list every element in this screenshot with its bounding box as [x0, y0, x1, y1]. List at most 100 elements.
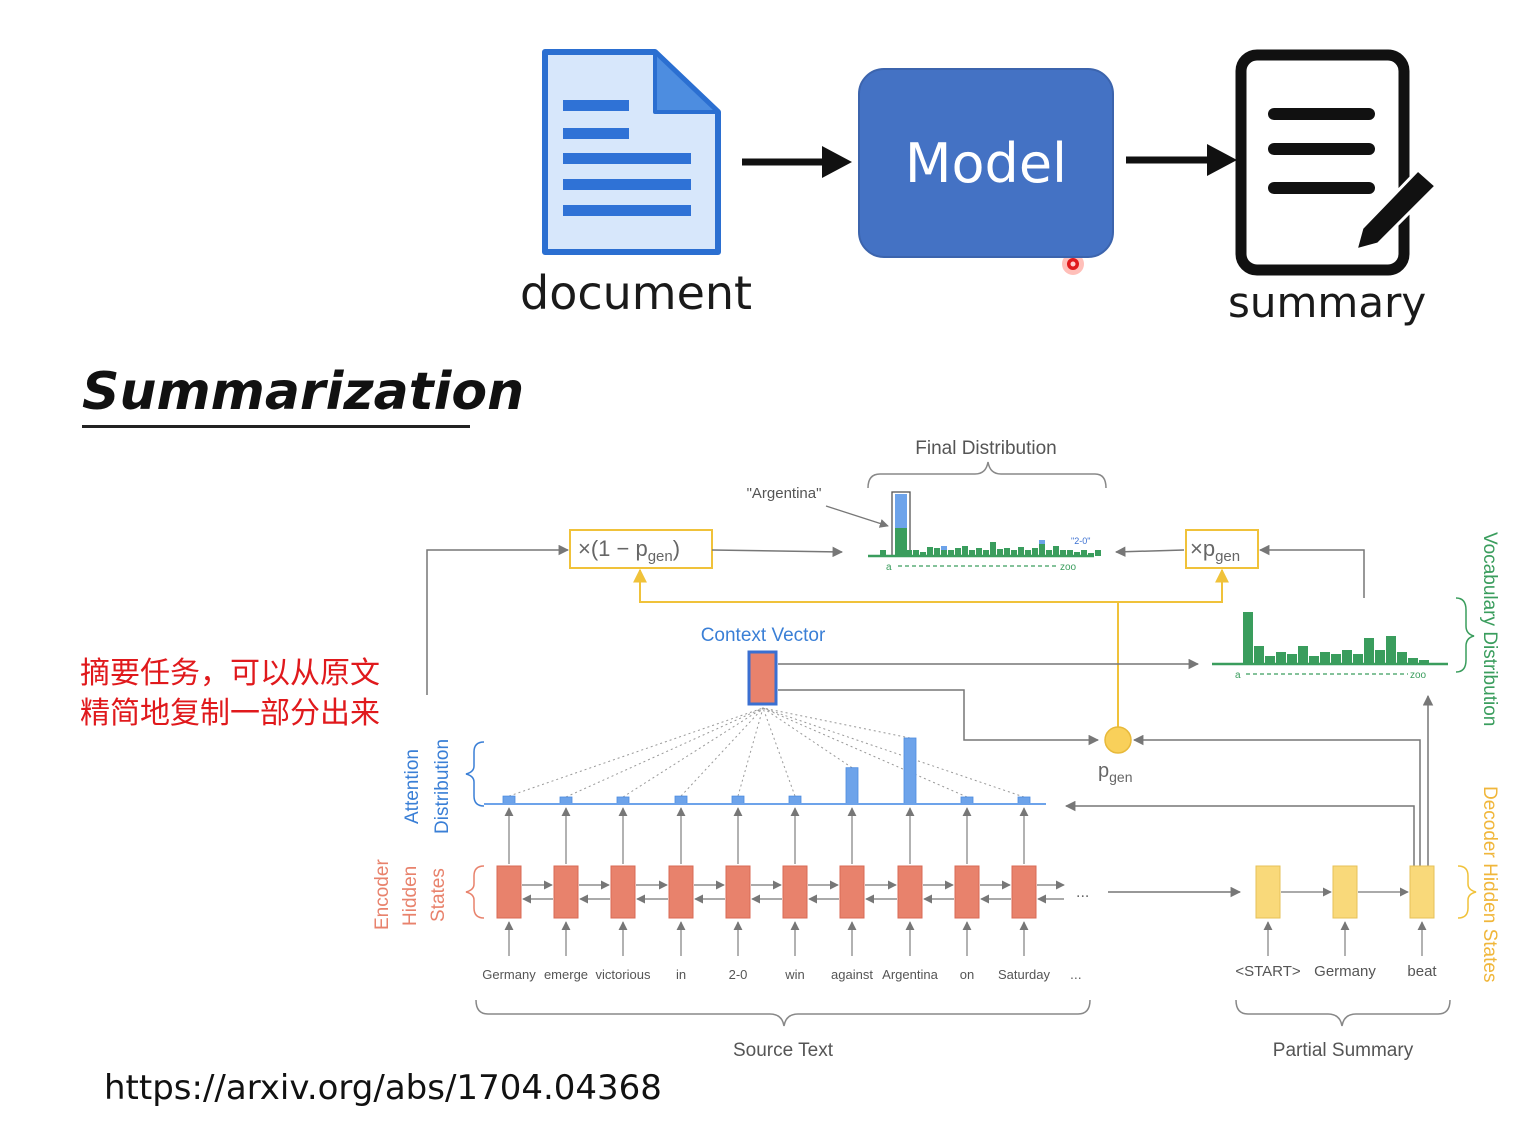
final-bar [927, 547, 933, 556]
encoder-state [553, 865, 579, 919]
final-bar [1039, 544, 1045, 556]
final-bar [962, 546, 968, 556]
document-icon [542, 49, 721, 255]
decoder-to-attention-arrow [1064, 800, 1415, 866]
attention-link [762, 707, 796, 797]
final-bar-attn [1039, 540, 1045, 544]
final-brace [867, 461, 1107, 489]
final-bar [941, 550, 947, 556]
one-minus-pgen-sub: gen [648, 548, 673, 565]
encoder-state [782, 865, 808, 919]
final-bar [983, 550, 989, 556]
vocab-brace [1455, 597, 1475, 673]
source-word: Germany [482, 967, 536, 982]
attention-link [622, 707, 764, 798]
final-axis-zoo: zoo [1060, 562, 1077, 573]
encoder-label-3: States [428, 868, 449, 922]
final-bar [1088, 553, 1094, 556]
decoder-to-pgen-arrow [1132, 734, 1421, 866]
context-vector-label: Context Vector [701, 625, 826, 646]
note-text: 摘要任务，可以从原文 精简地复制一部分出来 [80, 654, 410, 734]
final-bar [1060, 550, 1066, 556]
source-word: win [784, 967, 805, 982]
attention-link [737, 707, 764, 797]
encoder-states [496, 807, 1065, 956]
arrow-attn-to-final [711, 546, 844, 558]
vocab-bar [1298, 646, 1308, 664]
attention-to-mult-line [426, 544, 570, 695]
pgen-node [1104, 726, 1132, 754]
vocab-axis-a: a [1235, 670, 1241, 681]
vocab-bar [1353, 654, 1363, 664]
pgen-box-sub: gen [1215, 548, 1240, 565]
encoder-state [668, 865, 694, 919]
encoder-state [496, 865, 522, 919]
summary-word: beat [1407, 963, 1437, 980]
pgen-line-right [1118, 568, 1229, 603]
summary-word: Germany [1314, 963, 1376, 980]
summary-word: <START> [1235, 963, 1301, 980]
flow-graphics [542, 49, 1439, 276]
final-bar [969, 550, 975, 556]
encoder-state [610, 865, 636, 919]
vocabulary-distribution-bars [1243, 612, 1429, 664]
attention-bar [788, 795, 802, 805]
source-ellipsis: ... [1070, 966, 1082, 982]
attention-bar [903, 737, 917, 805]
pgen-box [1185, 529, 1259, 569]
encoder-state [897, 865, 923, 919]
final-bar [1067, 550, 1073, 556]
vocab-bar [1254, 646, 1264, 664]
vocab-bar [1320, 652, 1330, 664]
attention-link [762, 707, 911, 739]
one-minus-pgen-label: ×(1 − pgen) [578, 536, 680, 565]
vocab-axis-zoo: zoo [1410, 670, 1427, 681]
context-vector-box [747, 650, 778, 706]
vocab-bar [1331, 654, 1341, 664]
source-word: emerge [544, 967, 588, 982]
source-word: on [960, 967, 974, 982]
pgen-main: p [1098, 760, 1109, 782]
vocab-bar [1386, 636, 1396, 664]
encoder-state [954, 865, 980, 919]
encoder-state [725, 865, 751, 919]
final-bar [1011, 550, 1017, 556]
vocab-bar [1265, 656, 1275, 664]
one-minus-pgen-main: ×(1 − p [578, 536, 648, 561]
source-url: https://arxiv.org/abs/1704.04368 [104, 1068, 662, 1108]
vocab-bar [1397, 652, 1407, 664]
argentina-pointer [825, 505, 889, 528]
one-minus-pgen-box [569, 529, 713, 569]
attention-bar [559, 796, 573, 805]
source-word: Saturday [998, 967, 1051, 982]
attention-bar [502, 795, 516, 805]
tag-2-0: "2-0" [1071, 536, 1090, 546]
source-text-label: Source Text [733, 1040, 834, 1061]
final-bar [1074, 552, 1080, 556]
attention-brace [465, 741, 485, 807]
vocab-bar [1276, 652, 1286, 664]
attention-link [762, 707, 968, 798]
encoder-state [1011, 865, 1037, 919]
summary-words: <START> Germany beat [1235, 963, 1437, 980]
final-bar [976, 548, 982, 556]
final-bar-attn [941, 546, 947, 550]
vocab-bar [1364, 638, 1374, 664]
argentina-label: "Argentina" [747, 485, 822, 502]
arrow-model-to-summary-icon [1126, 144, 1237, 176]
final-bar [948, 550, 954, 556]
pgen-line-left [633, 568, 1119, 738]
page-title: Summarization [82, 362, 525, 422]
vocab-bar [1309, 656, 1319, 664]
document-label: document [520, 266, 753, 320]
final-bar [1025, 550, 1031, 556]
partial-summary-label: Partial Summary [1273, 1040, 1414, 1061]
pgen-box-main: ×p [1190, 536, 1215, 561]
decoder-hidden-label: Decoder Hidden States [1479, 786, 1500, 982]
final-bar [997, 549, 1003, 556]
vocabulary-distribution-label: Vocabulary Distribution [1479, 532, 1500, 726]
partial-summary-brace [1235, 999, 1451, 1027]
attention-bars [502, 737, 1031, 805]
final-bar [913, 550, 919, 556]
one-minus-pgen-close: ) [673, 536, 680, 561]
